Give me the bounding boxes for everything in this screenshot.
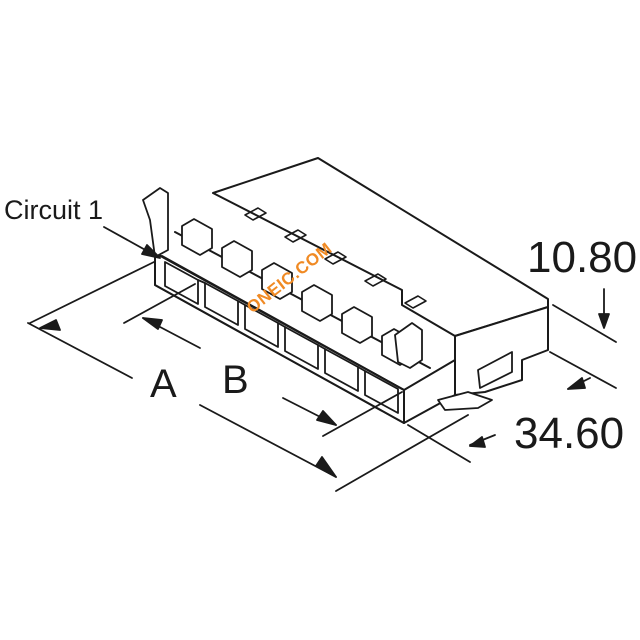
dimension-height [549, 288, 617, 389]
dimension-a-label: A [150, 362, 177, 406]
dimension-b [123, 283, 403, 437]
terminal-windows [244, 207, 427, 309]
circuit-1-label: Circuit 1 [4, 195, 104, 225]
depth-dimension-label: 34.60 [514, 409, 625, 458]
dimension-b-label: B [222, 358, 249, 402]
height-dimension-label: 10.80 [527, 233, 638, 282]
dimension-a [27, 261, 469, 492]
circuit-cavities [164, 261, 399, 414]
dimension-depth [407, 377, 591, 463]
circuit-leader [103, 226, 161, 259]
end-flanges [142, 187, 513, 411]
